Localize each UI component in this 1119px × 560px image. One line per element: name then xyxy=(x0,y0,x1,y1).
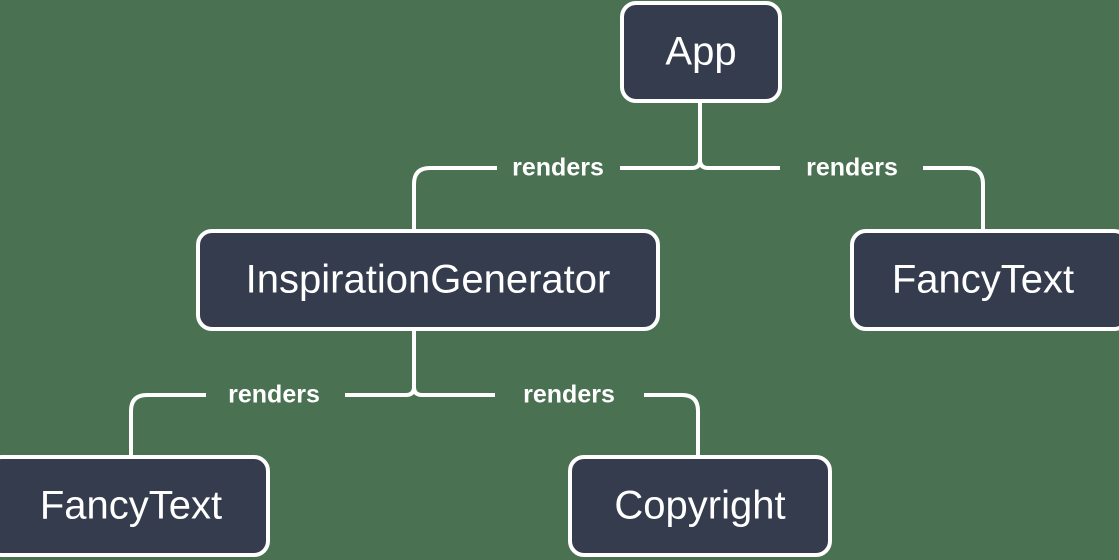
node-fancytext-bottom[interactable]: FancyText xyxy=(0,455,270,557)
node-copyright-label: Copyright xyxy=(614,484,785,528)
connector-app-to-inspiration-junction xyxy=(620,159,702,170)
node-fancytext-right-box xyxy=(850,229,1119,331)
connector-inspiration-to-fancytext xyxy=(129,393,206,455)
node-fancytext-right-label: FancyText xyxy=(892,258,1074,302)
edge-label-inspiration-to-fancytext: renders xyxy=(228,381,320,409)
node-inspiration-generator[interactable]: InspirationGenerator xyxy=(196,229,660,331)
connector-inspiration-to-copyright xyxy=(644,393,700,455)
node-app-label: App xyxy=(665,30,736,74)
edge-label-app-to-fancytext: renders xyxy=(806,154,898,182)
node-fancytext-bottom-box xyxy=(0,455,270,557)
connector-inspiration-to-fancytext-junction xyxy=(345,386,416,397)
connector-app-to-fancytext-junction xyxy=(698,159,780,170)
edge-label-app-to-inspiration: renders xyxy=(512,154,604,182)
node-fancytext-bottom-label: FancyText xyxy=(40,484,222,528)
edge-label-inspiration-to-copyright: renders xyxy=(523,381,615,409)
node-app[interactable]: App xyxy=(620,1,782,103)
node-copyright[interactable]: Copyright xyxy=(568,455,832,557)
node-copyright-box xyxy=(568,455,832,557)
node-fancytext-right[interactable]: FancyText xyxy=(850,229,1119,331)
connector-inspiration-to-copyright-junction xyxy=(412,386,495,397)
node-inspiration-generator-label: InspirationGenerator xyxy=(246,258,611,302)
connector-app-to-fancytext xyxy=(923,166,985,229)
connector-app-to-inspiration xyxy=(412,166,497,229)
node-inspiration-generator-box xyxy=(196,229,660,331)
node-app-box xyxy=(620,1,782,103)
